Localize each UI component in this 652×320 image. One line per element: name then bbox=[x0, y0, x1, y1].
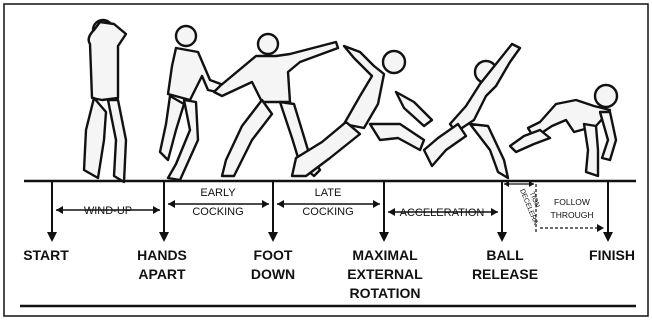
milestone-hands: HANDS bbox=[137, 247, 187, 263]
phase-label-deceleration-group: DECELERA TION bbox=[518, 185, 546, 226]
pitcher-figure-acceleration bbox=[424, 44, 520, 178]
phase-label-wind-up: WIND-UP bbox=[84, 205, 132, 217]
phase-label-late: LATE bbox=[315, 187, 342, 199]
milestone-finish: FINISH bbox=[589, 247, 635, 263]
phase-label-early-cocking: COCKING bbox=[192, 206, 243, 218]
phase-label-early: EARLY bbox=[200, 187, 236, 199]
milestone-start: START bbox=[23, 247, 69, 263]
milestone-foot-down: DOWN bbox=[251, 266, 295, 282]
milestone-foot: FOOT bbox=[254, 247, 293, 263]
milestone-ball: BALL bbox=[486, 247, 524, 263]
phase-label-follow-through: THROUGH bbox=[551, 210, 594, 220]
pitcher-figure-early-cocking bbox=[160, 26, 226, 180]
milestone-external: EXTERNAL bbox=[347, 266, 423, 282]
milestone-hands-apart: APART bbox=[138, 266, 186, 282]
phase-label-late-cocking: COCKING bbox=[302, 206, 353, 218]
pitcher-figure-windup bbox=[84, 20, 126, 182]
pitcher-figure-follow-through bbox=[510, 85, 617, 176]
milestone-ball-release: RELEASE bbox=[472, 266, 538, 282]
phase-label-acceleration: ACCELERATION bbox=[400, 207, 485, 219]
milestone-maximal: MAXIMAL bbox=[352, 247, 418, 263]
phase-label-follow: FOLLOW bbox=[554, 197, 590, 207]
milestone-rotation: ROTATION bbox=[349, 285, 420, 301]
pitcher-figure-late-cocking bbox=[292, 46, 432, 176]
